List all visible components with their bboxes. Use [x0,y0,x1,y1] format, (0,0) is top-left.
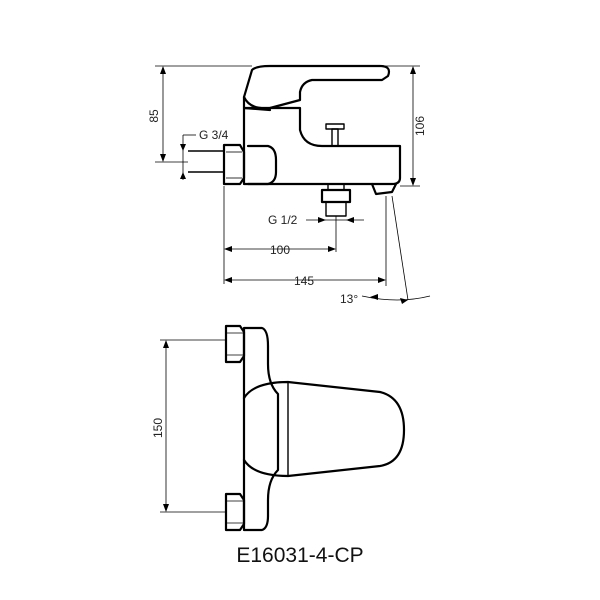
dim-150-label: 150 [151,418,165,438]
spout-tip [370,182,398,196]
diverter-knob [325,123,345,147]
dim-106-label: 106 [413,116,427,136]
dim-106 [380,65,420,187]
dim-85 [155,65,252,163]
dim-g34 [180,134,196,180]
shower-outlet [320,183,352,217]
top-body [242,326,280,532]
top-view: 150 [151,324,406,532]
top-lever [242,380,406,478]
dim-150 [160,339,226,513]
lever-handle [242,64,391,110]
flange [246,144,278,186]
top-inlet-nut-upper [224,324,246,364]
model-code: E16031-4-CP [236,544,363,567]
dim-g34-label: G 3/4 [199,128,229,142]
dim-85-label: 85 [147,109,161,123]
dim-g12 [306,217,364,223]
inlet-nut [222,143,246,186]
dim-145 [224,196,387,286]
top-inlet-nut-lower [224,492,246,532]
dim-145-label: 145 [294,274,314,288]
dim-100 [223,186,336,284]
dim-g12-label: G 1/2 [268,213,298,227]
dim-angle-label: 13° [340,292,358,306]
side-view: 85 106 G 3/4 G 1/2 [147,64,431,306]
dim-angle [361,195,431,304]
mixer-body [242,106,402,186]
dim-100-label: 100 [270,243,290,257]
